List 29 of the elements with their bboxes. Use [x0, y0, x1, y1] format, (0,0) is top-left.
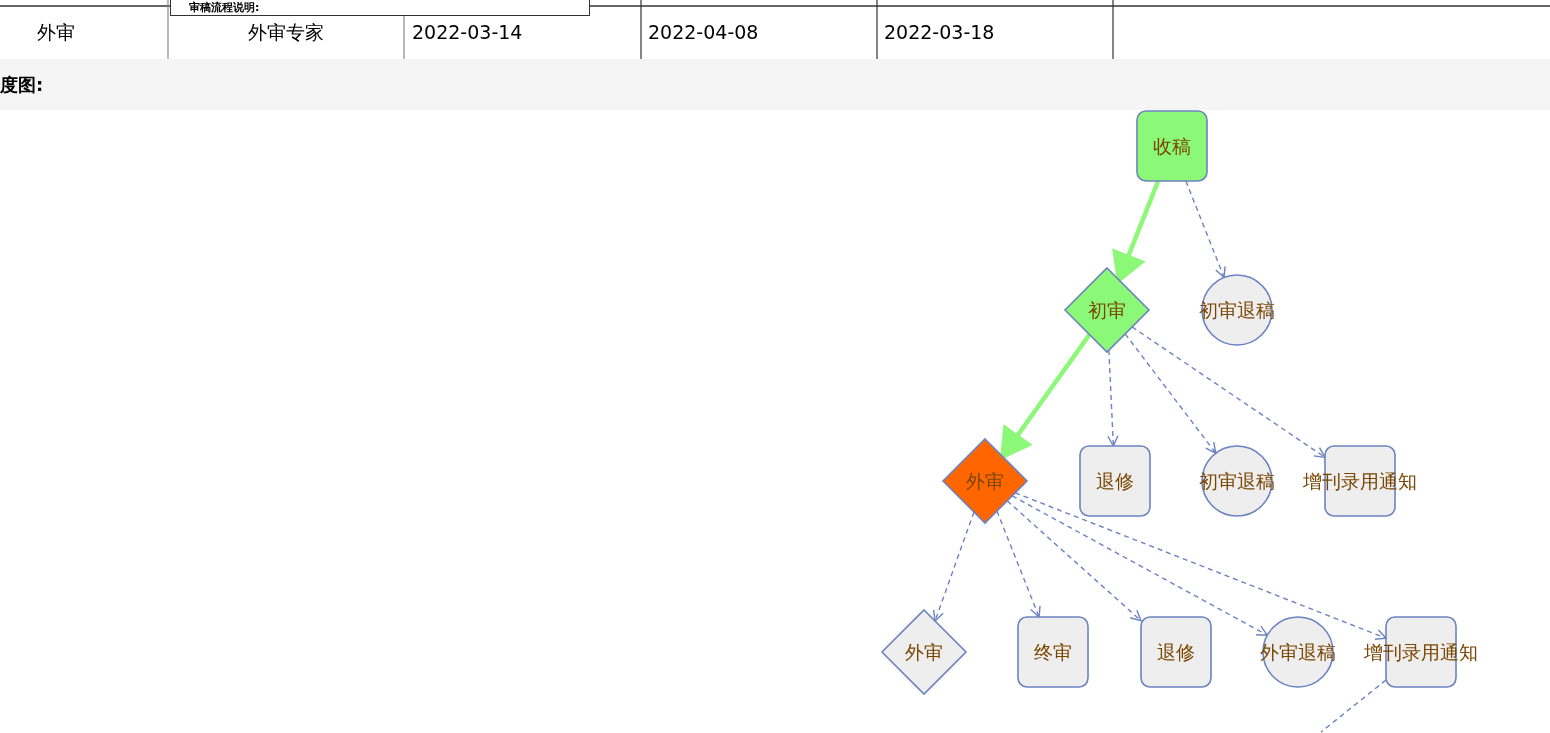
node-label: 退修 — [1157, 641, 1195, 663]
node-label: 外审 — [905, 641, 943, 663]
node-label: 增刊录用通知 — [1364, 641, 1478, 663]
node-label: 终审 — [1034, 641, 1072, 663]
dashed-arrow — [1185, 180, 1226, 279]
dashed-arrow — [996, 510, 1041, 618]
table-cell-text: 外审 — [36, 21, 76, 43]
popup-heading: 审稿流程说明: — [170, 0, 590, 16]
dashed-arrow — [1006, 500, 1142, 622]
node-label: 退修 — [1096, 470, 1134, 492]
node-label: 外审退稿 — [1260, 641, 1336, 663]
table-cell-text: 外审专家 — [247, 21, 325, 43]
flow-arrow — [999, 333, 1092, 461]
table-cell-text: 2022-04-08 — [648, 21, 759, 43]
node-label: 初审 — [1088, 299, 1126, 321]
node-label: 收稿 — [1153, 135, 1191, 157]
dashed-arrow — [1124, 333, 1217, 454]
section-heading: 度图: — [0, 74, 44, 96]
dashed-arrow — [1131, 326, 1326, 459]
node-label: 初审退稿 — [1199, 299, 1275, 321]
dashed-arrow — [1011, 495, 1268, 636]
node-label: 初审退稿 — [1199, 470, 1275, 492]
dashed-line — [1320, 679, 1387, 733]
dashed-arrow — [1014, 492, 1387, 640]
table-cell-text: 2022-03-14 — [412, 21, 523, 43]
dashed-arrow — [933, 511, 975, 622]
node-label: 外审 — [966, 470, 1004, 492]
table-cell-text: 2022-03-18 — [884, 21, 995, 43]
node-label: 增刊录用通知 — [1303, 470, 1417, 492]
